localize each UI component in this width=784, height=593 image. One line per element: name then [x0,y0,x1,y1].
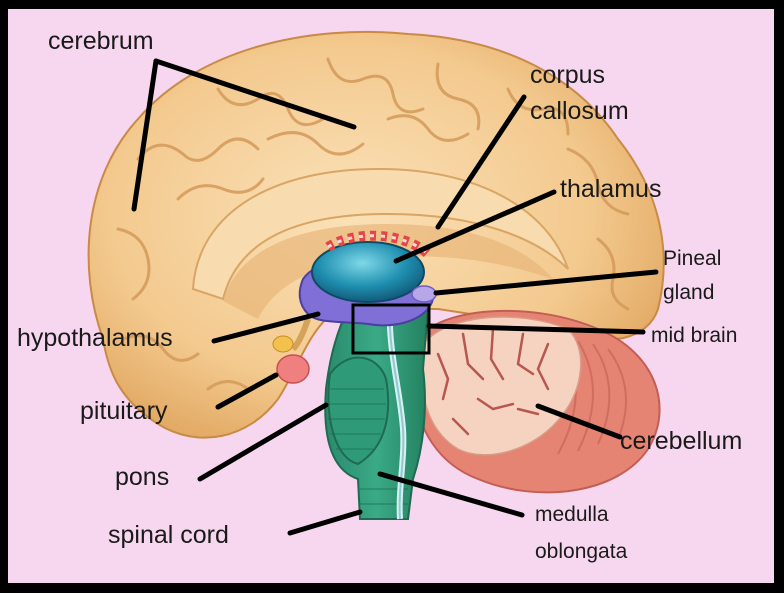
cerebrum-leader-b [131,58,159,212]
label-thalamus: thalamus [560,175,662,203]
pituitary-shape [272,318,311,384]
pineal-gland-leader [433,269,659,296]
label-medulla-line1: medulla [535,503,609,526]
cerebrum-leader-a [153,58,357,130]
mid-brain-box [351,303,431,355]
label-mid-brain: mid brain [651,324,738,347]
label-cerebellum: cerebellum [620,427,743,455]
corpus-callosum-leader [435,94,527,230]
leader-lines [131,58,659,536]
brain-illustration [87,30,665,536]
label-corpus-callosum-line2: callosum [530,97,629,125]
thalamus-leader [393,189,557,264]
label-spinal-cord: spinal cord [108,521,229,549]
label-pineal-gland-line2: gland [663,281,715,304]
pineal-gland-shape [411,285,437,303]
mid-brain-leader [426,323,646,335]
label-cerebrum: cerebrum [48,27,154,55]
medulla-oblongata-leader [377,471,525,518]
diagram-frame: cerebrum corpus callosum thalamus Pineal… [8,9,774,583]
thalamus-shape [311,241,425,303]
gyri-lines [116,57,630,391]
label-pituitary: pituitary [80,397,168,425]
cerebellum-shape [411,309,661,494]
hypothalamus-leader [211,311,321,344]
spinal-cord-leader [287,509,363,536]
label-pons: pons [115,463,170,491]
pituitary-leader [215,372,279,410]
corpus-callosum-shape [191,167,569,301]
brainstem-shape [324,308,430,520]
label-hypothalamus: hypothalamus [17,324,173,352]
label-corpus-callosum-line1: corpus [530,61,606,89]
label-medulla-line2: oblongata [535,540,628,563]
label-pineal-gland-line1: Pineal [663,247,722,270]
pons-leader [197,402,329,482]
cerebellum-leader [535,403,623,440]
